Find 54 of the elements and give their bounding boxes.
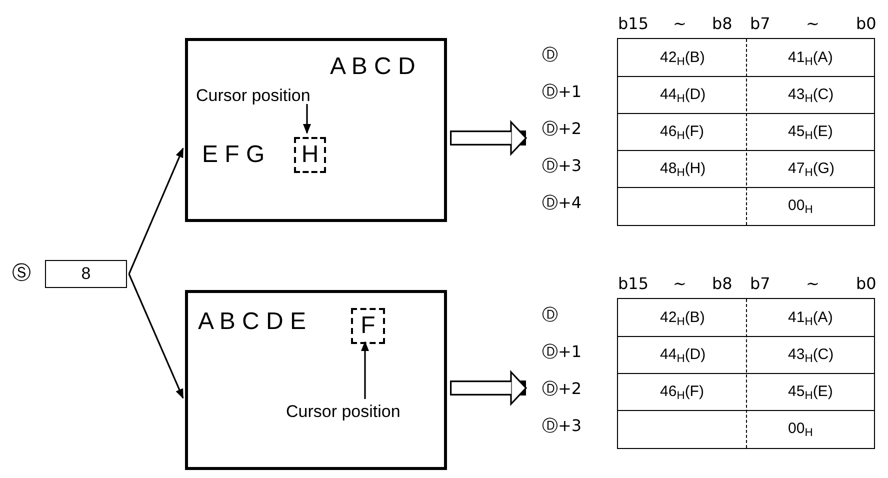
cell-value: 47$_{H}$(G) [788,161,834,176]
register-label: Ⓓ+3 [542,158,582,174]
bit-label: ∼ [806,276,820,292]
register-label: Ⓓ+1 [542,84,582,100]
register-label: Ⓓ [542,307,558,323]
bit-label: b0 [856,276,876,292]
cursor-box: H [294,137,326,173]
bit-label: b0 [856,16,876,32]
register-label: Ⓓ+1 [542,344,582,360]
cell-value: 46$_{H}$(F) [660,124,704,139]
bit-label: b8 [712,16,732,32]
arrow [128,147,184,274]
operand-symbol: Ⓢ [12,264,31,283]
display-text: E F G [202,143,265,167]
cell-value: 42$_{H}$(B) [660,310,705,325]
cell-value: 46$_{H}$(F) [660,384,704,399]
register-label: Ⓓ+2 [542,121,582,137]
hollow-arrow [450,121,527,155]
cell-value: 00$_{H}$ [788,421,813,436]
cell-value: 44$_{H}$(D) [660,347,706,362]
register-label: Ⓓ+2 [542,381,582,397]
cell-value: 43$_{H}$(C) [788,87,834,102]
leader-line [361,341,369,399]
register-label: Ⓓ+3 [542,418,582,434]
cell-value: 48$_{H}$(H) [660,161,706,176]
display-screen [185,290,447,470]
cell-value: 00$_{H}$ [788,198,813,213]
display-text: A B C D E [198,310,306,334]
register-label: Ⓓ+4 [542,195,582,211]
bit-label: ∼ [673,16,686,32]
bit-label: b7 [750,16,770,32]
cell-value: 45$_{H}$(E) [788,124,833,139]
cell-value: 42$_{H}$(B) [660,50,705,65]
cell-value: 44$_{H}$(D) [660,87,706,102]
leader-line [303,104,311,134]
cursor-position-label: Cursor position [196,87,310,104]
bit-label: b15 [618,16,649,32]
arrow [128,274,184,399]
bit-label: ∼ [806,16,820,32]
bit-label: b7 [750,276,770,292]
cell-value: 41$_{H}$(A) [788,310,833,325]
cell-value: 41$_{H}$(A) [788,50,833,65]
cell-value: 45$_{H}$(E) [788,384,833,399]
cursor-position-label: Cursor position [286,403,400,420]
register-label: Ⓓ [542,47,558,63]
value-box: 8 [45,260,127,288]
bit-label: ∼ [673,276,686,292]
hollow-arrow [450,371,527,405]
bit-label: b15 [618,276,649,292]
display-screen [185,38,447,222]
bit-label: b8 [712,276,732,292]
display-text: A B C D [330,55,416,79]
cursor-box: F [351,308,385,344]
cell-value: 43$_{H}$(C) [788,347,834,362]
